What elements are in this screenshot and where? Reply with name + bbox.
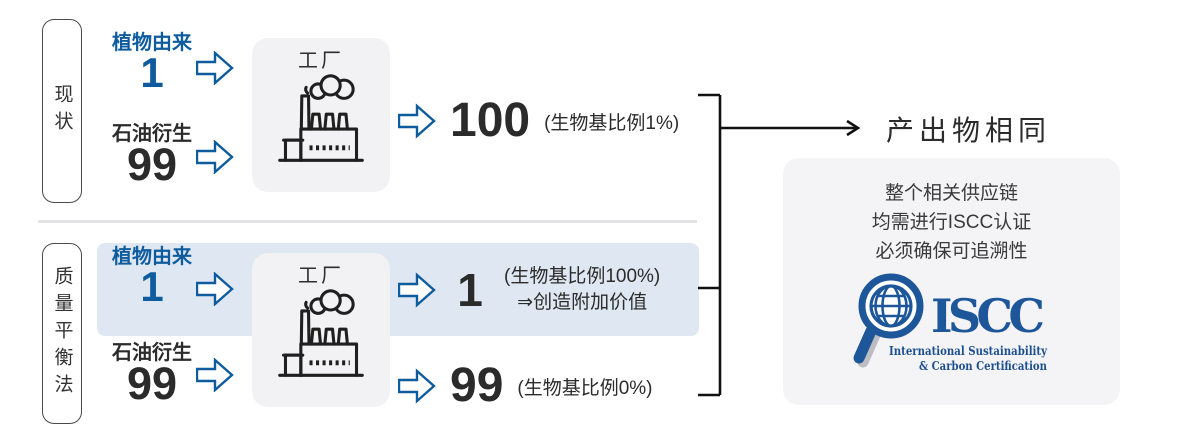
factory-panel-current: 工厂 <box>252 38 390 192</box>
output-value-current: 100 <box>450 94 531 147</box>
block-arrow-icon <box>196 272 234 306</box>
output-row-mb-plant: 1 (生物基比例100%) ⇒创造附加价值 <box>398 264 660 315</box>
section-label-mass-balance: 质量平衡法 <box>42 243 82 424</box>
input-petro-value-current: 99 <box>126 139 178 190</box>
block-arrow-icon <box>196 358 234 392</box>
result-title: 产出物相同 <box>886 115 1052 146</box>
input-plant-label-mb: 植物由来 <box>112 246 192 268</box>
section-label-current-text: 现状 <box>51 84 73 138</box>
block-arrow-icon <box>196 140 234 174</box>
block-arrow-icon <box>196 51 234 85</box>
iscc-subtitle-line2: & Carbon Certification <box>919 358 1047 373</box>
input-plant-label-current: 植物由来 <box>112 32 192 54</box>
section-label-current: 现状 <box>42 19 82 203</box>
output-row-current: 100 (生物基比例1%) <box>398 97 679 145</box>
output-value-mb-petro: 99 <box>450 359 504 412</box>
result-arrow-head <box>846 119 861 137</box>
output-value-mb-plant: 1 <box>457 263 483 316</box>
output-note-current: (生物基比例1%) <box>544 112 680 134</box>
factory-icon <box>278 289 364 377</box>
section-divider <box>38 220 697 223</box>
section-label-mass-balance-text: 质量平衡法 <box>51 266 73 401</box>
output-note-mb-petro: (生物基比例0%) <box>517 377 653 399</box>
factory-panel-mb: 工厂 <box>252 253 390 407</box>
input-plant-value-current: 1 <box>140 49 164 96</box>
iscc-acronym: ISCC <box>931 289 1045 343</box>
factory-icon <box>278 74 364 162</box>
input-plant-value-mb: 1 <box>140 263 164 310</box>
input-petro-label-current: 石油衍生 <box>112 123 192 145</box>
iscc-requirements: 整个相关供应链 均需进行ISCC认证 必须确保可追溯性 <box>783 179 1120 266</box>
output-row-mb-petro: 99 (生物基比例0%) <box>398 362 653 410</box>
output-notes-mb-plant: (生物基比例100%) ⇒创造附加价值 <box>504 264 660 315</box>
input-petro-label-mb: 石油衍生 <box>112 342 192 364</box>
globe-icon <box>868 284 913 328</box>
iscc-panel: 整个相关供应链 均需进行ISCC认证 必须确保可追溯性 ISCC Interna… <box>783 158 1120 405</box>
iscc-line-3: 必须确保可追溯性 <box>875 241 1028 262</box>
output-note-mb-plant: (生物基比例100%) <box>504 266 661 287</box>
iscc-line-1: 整个相关供应链 <box>884 183 1018 204</box>
block-arrow-icon <box>398 271 436 308</box>
factory-label: 工厂 <box>298 265 344 287</box>
iscc-subtitle-line1: International Sustainability <box>889 343 1048 358</box>
block-arrow-icon <box>398 103 436 139</box>
factory-label: 工厂 <box>298 50 344 72</box>
iscc-logo: ISCC International Sustainability & Carb… <box>853 273 1048 373</box>
bracket-lines <box>698 93 861 397</box>
output-note2-mb-plant: ⇒创造附加价值 <box>517 291 648 313</box>
input-petro-value-mb: 99 <box>126 358 178 409</box>
block-arrow-icon <box>398 368 436 404</box>
iscc-line-2: 均需进行ISCC认证 <box>871 212 1032 233</box>
